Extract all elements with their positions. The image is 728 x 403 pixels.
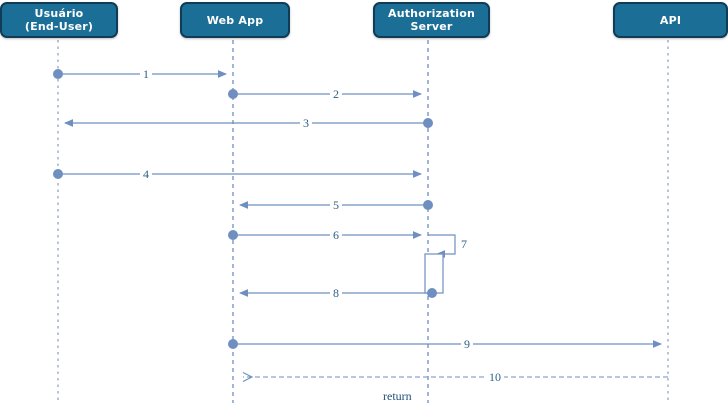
message-arrow-7-self [428,234,456,258]
message-label-1: 1 [140,68,152,80]
message-arrow-4 [53,169,422,179]
return-annotation-label: return [383,389,412,403]
message-label-4: 4 [140,168,152,180]
message-label-2: 2 [330,88,342,100]
message-arrow-9 [228,339,662,349]
message-label-7: 7 [461,237,467,251]
lifelines [57,40,669,403]
message-arrow-6 [228,230,422,240]
message-label-9: 9 [461,338,473,350]
message-arrow-2 [228,89,422,99]
message-label-6: 6 [330,229,342,241]
message-label-5: 5 [330,199,342,211]
message-label-3: 3 [300,117,312,129]
actor-box-user[interactable]: Usuário (End-User) [0,2,118,38]
activation-bar-authserver [424,253,444,294]
actor-box-api[interactable]: API [613,2,728,38]
actor-box-webapp[interactable]: Web App [180,2,290,38]
message-label-10: 10 [486,371,504,383]
message-arrow-3 [64,118,433,128]
message-label-8: 8 [330,287,342,299]
actor-box-authserver[interactable]: Authorization Server [373,2,490,38]
